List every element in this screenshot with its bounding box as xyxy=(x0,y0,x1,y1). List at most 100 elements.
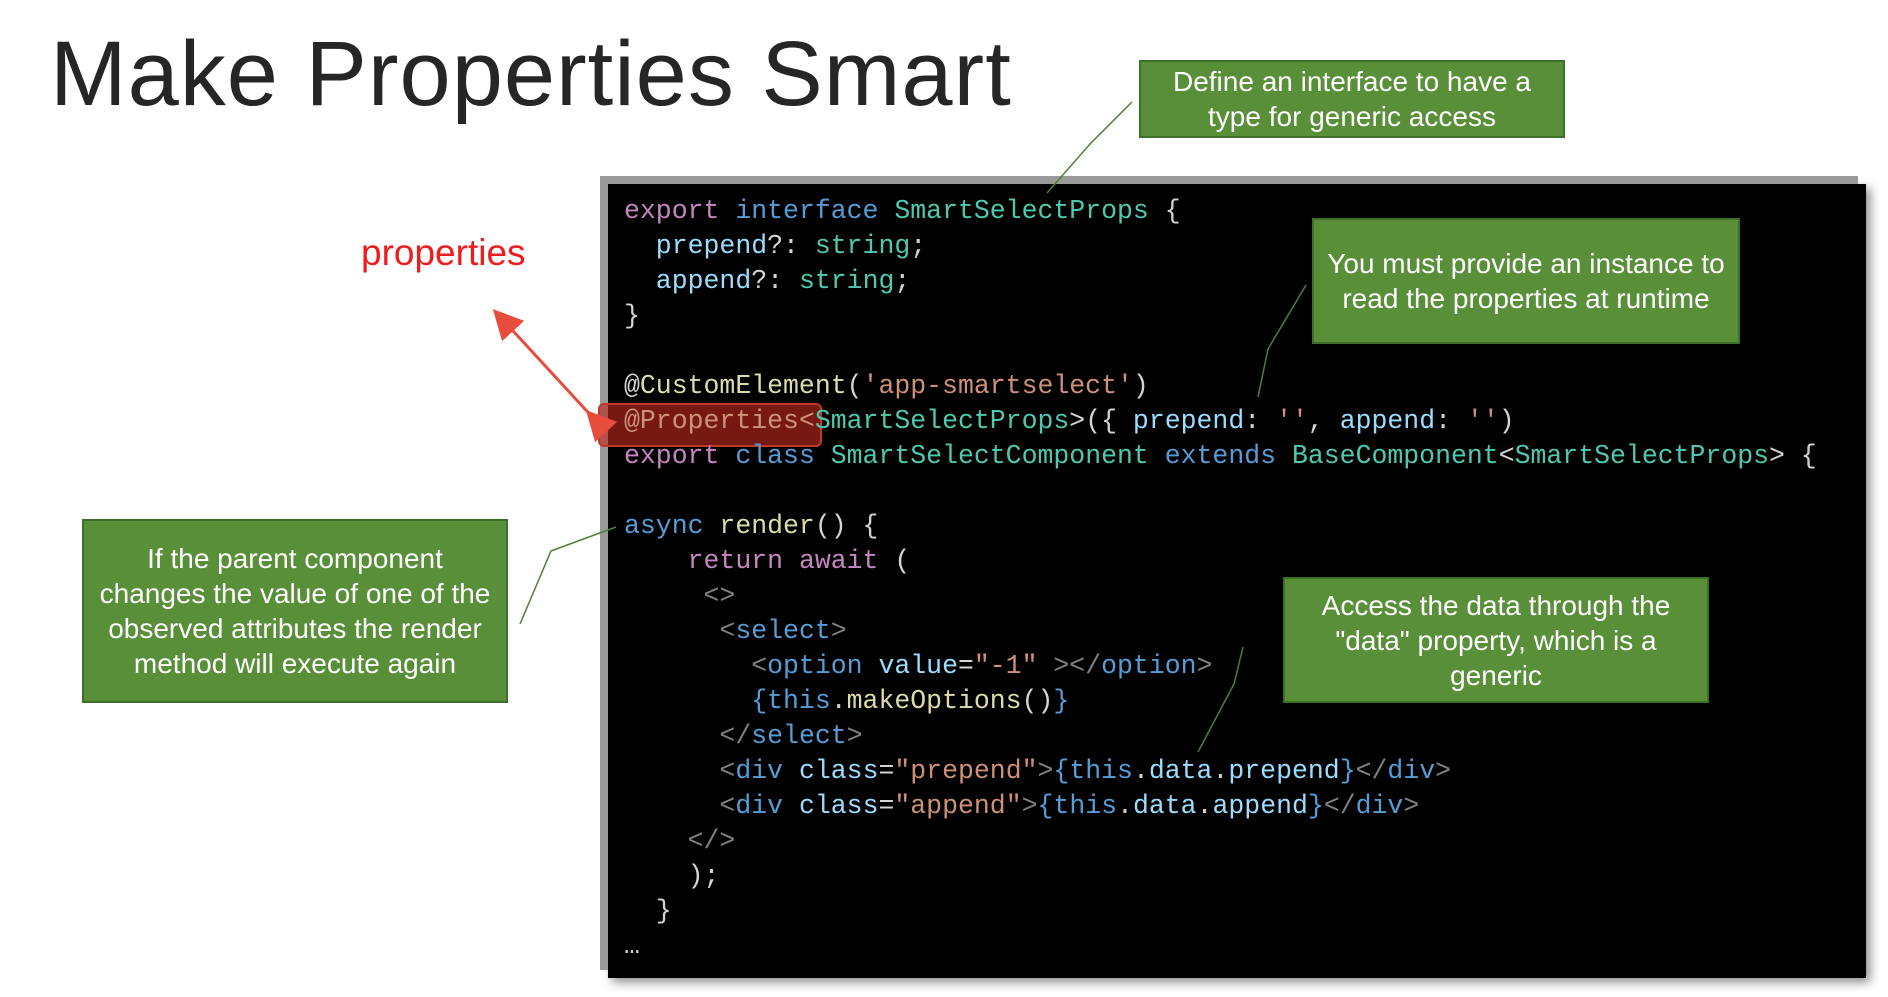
code-token: . xyxy=(1117,791,1133,821)
code-token: interface xyxy=(735,196,895,226)
code-line: {this.makeOptions()} xyxy=(624,684,1817,719)
code-token: ( xyxy=(846,371,863,401)
code-token: . xyxy=(1212,756,1229,786)
code-token: @ xyxy=(624,371,640,401)
code-token: > xyxy=(830,616,847,646)
code-token: class xyxy=(735,441,831,471)
code-line: <option value="-1" ></option> xyxy=(624,649,1817,684)
code-token: ?: xyxy=(767,231,815,261)
code-token: </ xyxy=(1323,791,1356,821)
code-token: > xyxy=(1021,791,1038,821)
code-token: >({ xyxy=(1069,406,1133,436)
connector-line xyxy=(1046,101,1133,194)
code-line: ); xyxy=(624,859,1817,894)
code-token: prepend xyxy=(1132,406,1245,436)
code-token: > xyxy=(1196,651,1213,681)
code-line: return await ( xyxy=(624,544,1817,579)
code-token: Properties xyxy=(639,406,799,436)
code-line: export interface SmartSelectProps { xyxy=(624,194,1817,229)
code-token: : xyxy=(1435,406,1467,436)
code-block: export interface SmartSelectProps { prep… xyxy=(624,194,1817,964)
code-token: ) xyxy=(1498,406,1515,436)
code-token: option xyxy=(767,651,879,681)
code-token: "prepend" xyxy=(894,756,1038,786)
code-token: '' xyxy=(1466,406,1499,436)
code-token: '' xyxy=(1276,406,1308,436)
code-token: SmartSelectProps xyxy=(894,196,1165,226)
code-line: async render() { xyxy=(624,509,1817,544)
code-token: div xyxy=(735,756,799,786)
code-token: async xyxy=(624,511,720,541)
code-token: CustomElement xyxy=(639,371,847,401)
code-token: () xyxy=(1021,686,1054,716)
arrow xyxy=(492,308,618,443)
code-token: < xyxy=(1498,441,1515,471)
code-token: class xyxy=(798,756,879,786)
code-token: } xyxy=(1307,791,1324,821)
code-line: <select> xyxy=(624,614,1817,649)
code-token: "append" xyxy=(894,791,1022,821)
code-line: } xyxy=(624,894,1817,929)
code-token: append xyxy=(1339,406,1436,436)
code-token: this xyxy=(1053,791,1118,821)
code-token: prepend xyxy=(624,231,768,261)
code-token: return xyxy=(624,546,799,576)
code-token: class xyxy=(798,791,879,821)
code-token: @ xyxy=(624,406,640,436)
code-token: SmartSelectComponent xyxy=(830,441,1165,471)
code-line: @Properties<SmartSelectProps>({ prepend:… xyxy=(624,404,1817,439)
code-token: BaseComponent xyxy=(1291,441,1499,471)
note-instance: You must provide an instance to read the… xyxy=(1312,218,1740,344)
code-token: render xyxy=(719,511,815,541)
note-data-property: Access the data through the "data" prope… xyxy=(1283,577,1709,703)
code-token: , xyxy=(1307,406,1340,436)
code-token: { xyxy=(1037,791,1054,821)
code-token: } xyxy=(624,896,672,926)
code-token: 'app-smartselect' xyxy=(862,371,1133,401)
code-token: = xyxy=(878,756,895,786)
slide-title: Make Properties Smart xyxy=(50,23,1012,125)
code-line: @CustomElement('app-smartselect') xyxy=(624,369,1817,404)
code-line: export class SmartSelectComponent extend… xyxy=(624,439,1817,474)
code-line: <div class="prepend">{this.data.prepend}… xyxy=(624,754,1817,789)
code-token: data xyxy=(1148,756,1213,786)
code-line: append?: string; xyxy=(624,264,1817,299)
code-token: < xyxy=(624,651,768,681)
code-token: { xyxy=(624,686,768,716)
code-token: ) xyxy=(1132,371,1149,401)
code-token: div xyxy=(1387,756,1436,786)
code-token: </ xyxy=(1355,756,1388,786)
connector-line xyxy=(519,526,617,625)
code-line: <div class="append">{this.data.append}</… xyxy=(624,789,1817,824)
code-token: makeOptions xyxy=(846,686,1022,716)
code-token: . xyxy=(1132,756,1149,786)
code-token: { xyxy=(1053,756,1070,786)
code-line: </select> xyxy=(624,719,1817,754)
code-token: </> xyxy=(624,826,736,856)
code-token: value xyxy=(878,651,958,681)
code-token: : xyxy=(1244,406,1277,436)
code-token: prepend xyxy=(1228,756,1340,786)
code-token: ; xyxy=(910,231,927,261)
code-token: < xyxy=(624,756,736,786)
code-token: div xyxy=(1355,791,1404,821)
code-token: = xyxy=(957,651,974,681)
code-token: append xyxy=(624,266,752,296)
code-token: </ xyxy=(624,721,752,751)
code-token: select xyxy=(751,721,847,751)
code-token: "-1" xyxy=(973,651,1038,681)
code-token: append xyxy=(1212,791,1308,821)
code-token: } xyxy=(624,301,640,331)
code-token: select xyxy=(735,616,831,646)
code-token: extends xyxy=(1164,441,1292,471)
code-line: </> xyxy=(624,824,1817,859)
code-token: < xyxy=(798,406,815,436)
code-token: export xyxy=(624,441,736,471)
code-token: ?: xyxy=(751,266,799,296)
code-token: < xyxy=(624,616,736,646)
code-token: SmartSelectProps xyxy=(1514,441,1770,471)
code-token: <> xyxy=(624,581,736,611)
code-token: > xyxy=(846,721,863,751)
code-token: () { xyxy=(814,511,879,541)
